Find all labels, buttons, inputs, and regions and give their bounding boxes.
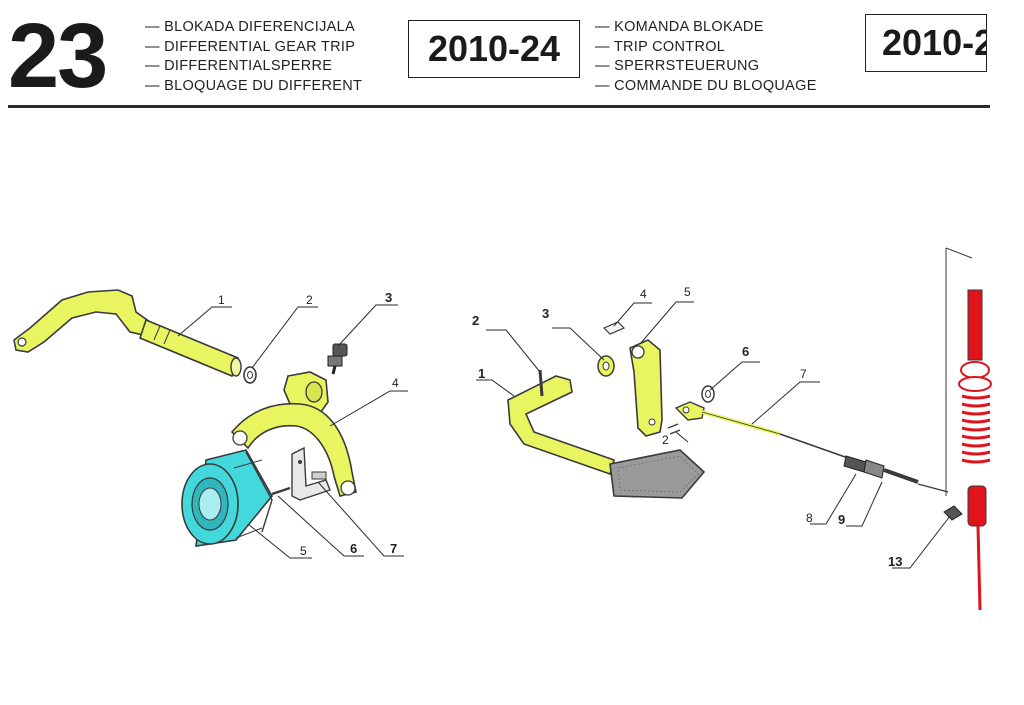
part-grease-nipple (327, 343, 348, 375)
part-small-pin (602, 321, 626, 335)
left-title-block: — BLOKADA DIFERENCIJALA — DIFFERENTIAL G… (145, 18, 362, 96)
right-title-block: — KOMANDA BLOKADE — TRIP CONTROL — SPERR… (595, 18, 817, 96)
callout-right-2b: 2 (662, 433, 669, 447)
callout-left-1: 1 (218, 293, 225, 307)
callout-left-4: 4 (392, 376, 399, 390)
part-washer-6 (701, 385, 715, 403)
left-callout-leaders (177, 304, 408, 559)
part-bracket (291, 446, 331, 501)
callout-right-1: 1 (478, 366, 485, 381)
callout-right-8: 8 (806, 511, 813, 525)
title-french-right: — COMMANDE DU BLOQUAGE (595, 77, 817, 94)
callout-right-4: 4 (640, 287, 647, 301)
left-assembly: 1 2 3 4 5 6 7 (13, 289, 408, 559)
part-sliding-coupling (181, 449, 273, 547)
part-shift-fork (230, 371, 357, 497)
callout-left-3: 3 (385, 290, 392, 305)
callout-left-5: 5 (300, 544, 307, 558)
section-code-right: 2010-2 (865, 14, 987, 72)
page-header: 23 — BLOKADA DIFERENCIJALA — DIFFERENTIA… (0, 0, 1024, 115)
callout-right-13: 13 (888, 554, 902, 569)
right-callout-leaders (476, 301, 951, 569)
part-pin (271, 486, 291, 496)
part-washer (243, 366, 257, 384)
callout-right-9: 9 (838, 512, 845, 527)
title-english-right: — TRIP CONTROL (595, 38, 726, 55)
callout-right-6: 6 (742, 344, 749, 359)
callout-right-7: 7 (800, 367, 807, 381)
title-german: — DIFFERENTIALSPERRE (145, 58, 333, 74)
callout-left-7: 7 (390, 541, 397, 556)
callout-right-3: 3 (542, 306, 549, 321)
section-code-left: 2010-24 (408, 20, 580, 78)
part-split-pin (667, 423, 681, 435)
exploded-diagram: 1 2 3 4 5 6 7 (13, 247, 992, 611)
title-serbian: — BLOKADA DIFERENCIJALA (145, 19, 355, 35)
title-english: — DIFFERENTIAL GEAR TRIP (145, 38, 356, 55)
callout-right-2: 2 (472, 313, 479, 328)
title-serbian-right: — KOMANDA BLOKADE (595, 19, 764, 35)
callout-left-6: 6 (350, 541, 357, 556)
part-washer-right (597, 355, 615, 377)
part-adjuster (843, 455, 949, 493)
section-number: 23 (8, 5, 108, 107)
part-bolt (943, 505, 963, 521)
part-pedal-arm (507, 375, 706, 499)
right-assembly: 2 3 4 5 1 6 7 2 8 9 13 (472, 247, 992, 611)
part-return-spring-assembly (945, 247, 992, 611)
part-control-lever (629, 339, 663, 437)
title-french: — BLOQUAGE DU DIFFERENT (145, 77, 363, 94)
callout-right-5: 5 (684, 285, 691, 299)
title-german-right: — SPERRSTEUERUNG (595, 58, 760, 74)
header-rule (8, 105, 990, 108)
part-lever-shaft (13, 289, 242, 378)
callout-left-2: 2 (306, 293, 313, 307)
part-spring-pin (538, 369, 544, 397)
part-control-rod (674, 401, 849, 459)
